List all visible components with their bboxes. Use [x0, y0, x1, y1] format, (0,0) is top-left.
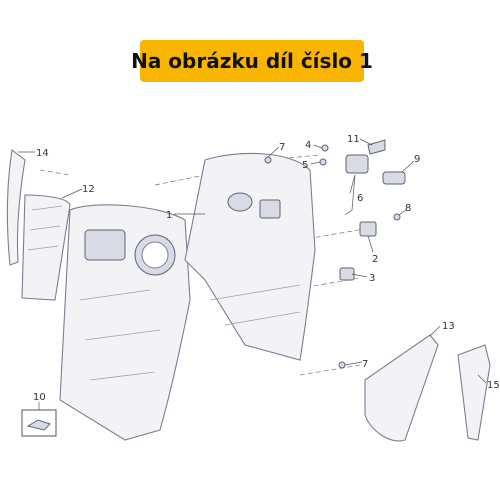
panel-cutout	[84, 229, 126, 261]
part-6	[345, 154, 369, 174]
part-2	[359, 221, 377, 237]
part-11	[367, 139, 386, 155]
part-14	[6, 149, 26, 266]
part-15	[457, 344, 491, 441]
part-1-inner-panel	[184, 152, 316, 361]
callout-7-upper: 7	[279, 142, 285, 153]
callout-10: 10	[33, 392, 46, 403]
callout-6: 6	[357, 193, 363, 204]
part-5	[319, 158, 327, 166]
banner-text: Na obrázku díl číslo 1	[131, 49, 373, 73]
callout-15: 15	[487, 380, 500, 391]
callout-1: 1	[166, 210, 172, 221]
callout-5: 5	[302, 160, 308, 171]
part-13	[364, 334, 439, 442]
part-10	[26, 419, 51, 431]
part-3	[339, 267, 355, 281]
part-8	[393, 213, 401, 221]
callout-2: 2	[372, 254, 378, 265]
callout-leaders	[18, 138, 487, 410]
part-9	[382, 171, 406, 185]
callout-13: 13	[442, 321, 455, 332]
part-7-screw-upper	[264, 156, 272, 164]
part-1-bracket	[259, 199, 281, 219]
callout-11: 11	[347, 134, 360, 145]
part-4	[321, 144, 329, 152]
callout-14: 14	[36, 148, 49, 159]
callout-12: 12	[82, 184, 95, 195]
part-7-screw-lower	[338, 361, 346, 369]
part-1-hole	[227, 192, 253, 212]
callout-9: 9	[414, 154, 420, 165]
callout-4: 4	[305, 140, 311, 151]
callout-7-lower: 7	[362, 359, 368, 370]
callout-8: 8	[405, 203, 411, 214]
callout-3: 3	[369, 273, 375, 284]
highlight-banner: Na obrázku díl číslo 1	[131, 40, 373, 82]
